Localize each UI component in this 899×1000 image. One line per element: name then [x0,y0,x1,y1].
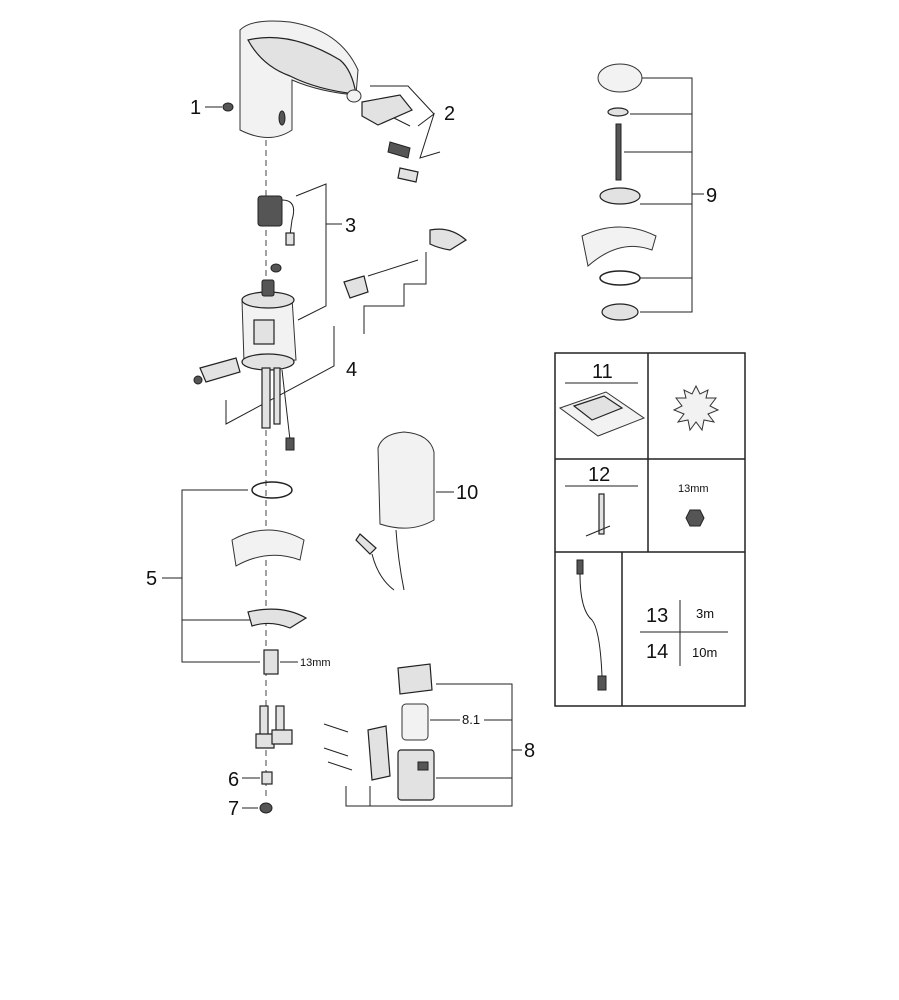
wrench-size-label: 13mm [300,657,331,669]
callout-9: 9 [706,185,717,207]
callout-3: 3 [345,215,356,237]
remote-control-icon [558,391,646,437]
flex-hoses-lower [255,705,293,749]
leader-2b [417,112,441,159]
leader-8 [345,683,513,807]
set-screw-part-1 [222,102,234,112]
faucet-body [239,20,359,138]
extension-cable-icon [576,559,607,691]
table-item-11: 11 [592,361,613,383]
leader-3 [295,183,327,321]
table-item-12-size: 13mm [678,483,709,495]
mounting-set-part-5 [231,481,308,675]
table-item-12: 12 [588,464,610,486]
callout-8: 8 [524,740,535,762]
table-item-13: 13 [646,605,668,627]
callout-2: 2 [444,103,455,125]
callout-4: 4 [346,359,357,381]
flex-hoses-upper [261,367,295,451]
table-item-14-length: 10m [692,645,717,660]
callout-10: 10 [456,482,478,504]
control-box-part-8 [323,663,435,801]
mounting-housing-part-4 [193,228,468,385]
nipple-part-6 [261,771,273,785]
leader-2a [370,85,435,115]
callout-8-1: 8.1 [462,712,480,727]
leader-4b [363,252,427,334]
hex-nut-icon [685,509,705,527]
nut-part-7 [259,802,273,814]
power-supply-part-10 [355,431,435,591]
leader-5 [181,489,260,663]
service-key-icon [585,493,611,537]
table-item-13-length: 3m [696,606,714,621]
gear-tool-icon [672,384,720,432]
accessories-table: 11 12 13mm 13 3m 14 10m [554,352,746,707]
callout-1: 1 [190,97,201,119]
callout-5: 5 [146,568,157,590]
sensor-valve-part-3 [257,195,295,273]
callout-6: 6 [228,769,239,791]
leader-9 [640,77,693,313]
table-item-14: 14 [646,641,668,663]
drain-assembly-part-9 [581,63,657,321]
callout-7: 7 [228,798,239,820]
aerator-assembly-part-2 [346,89,419,183]
